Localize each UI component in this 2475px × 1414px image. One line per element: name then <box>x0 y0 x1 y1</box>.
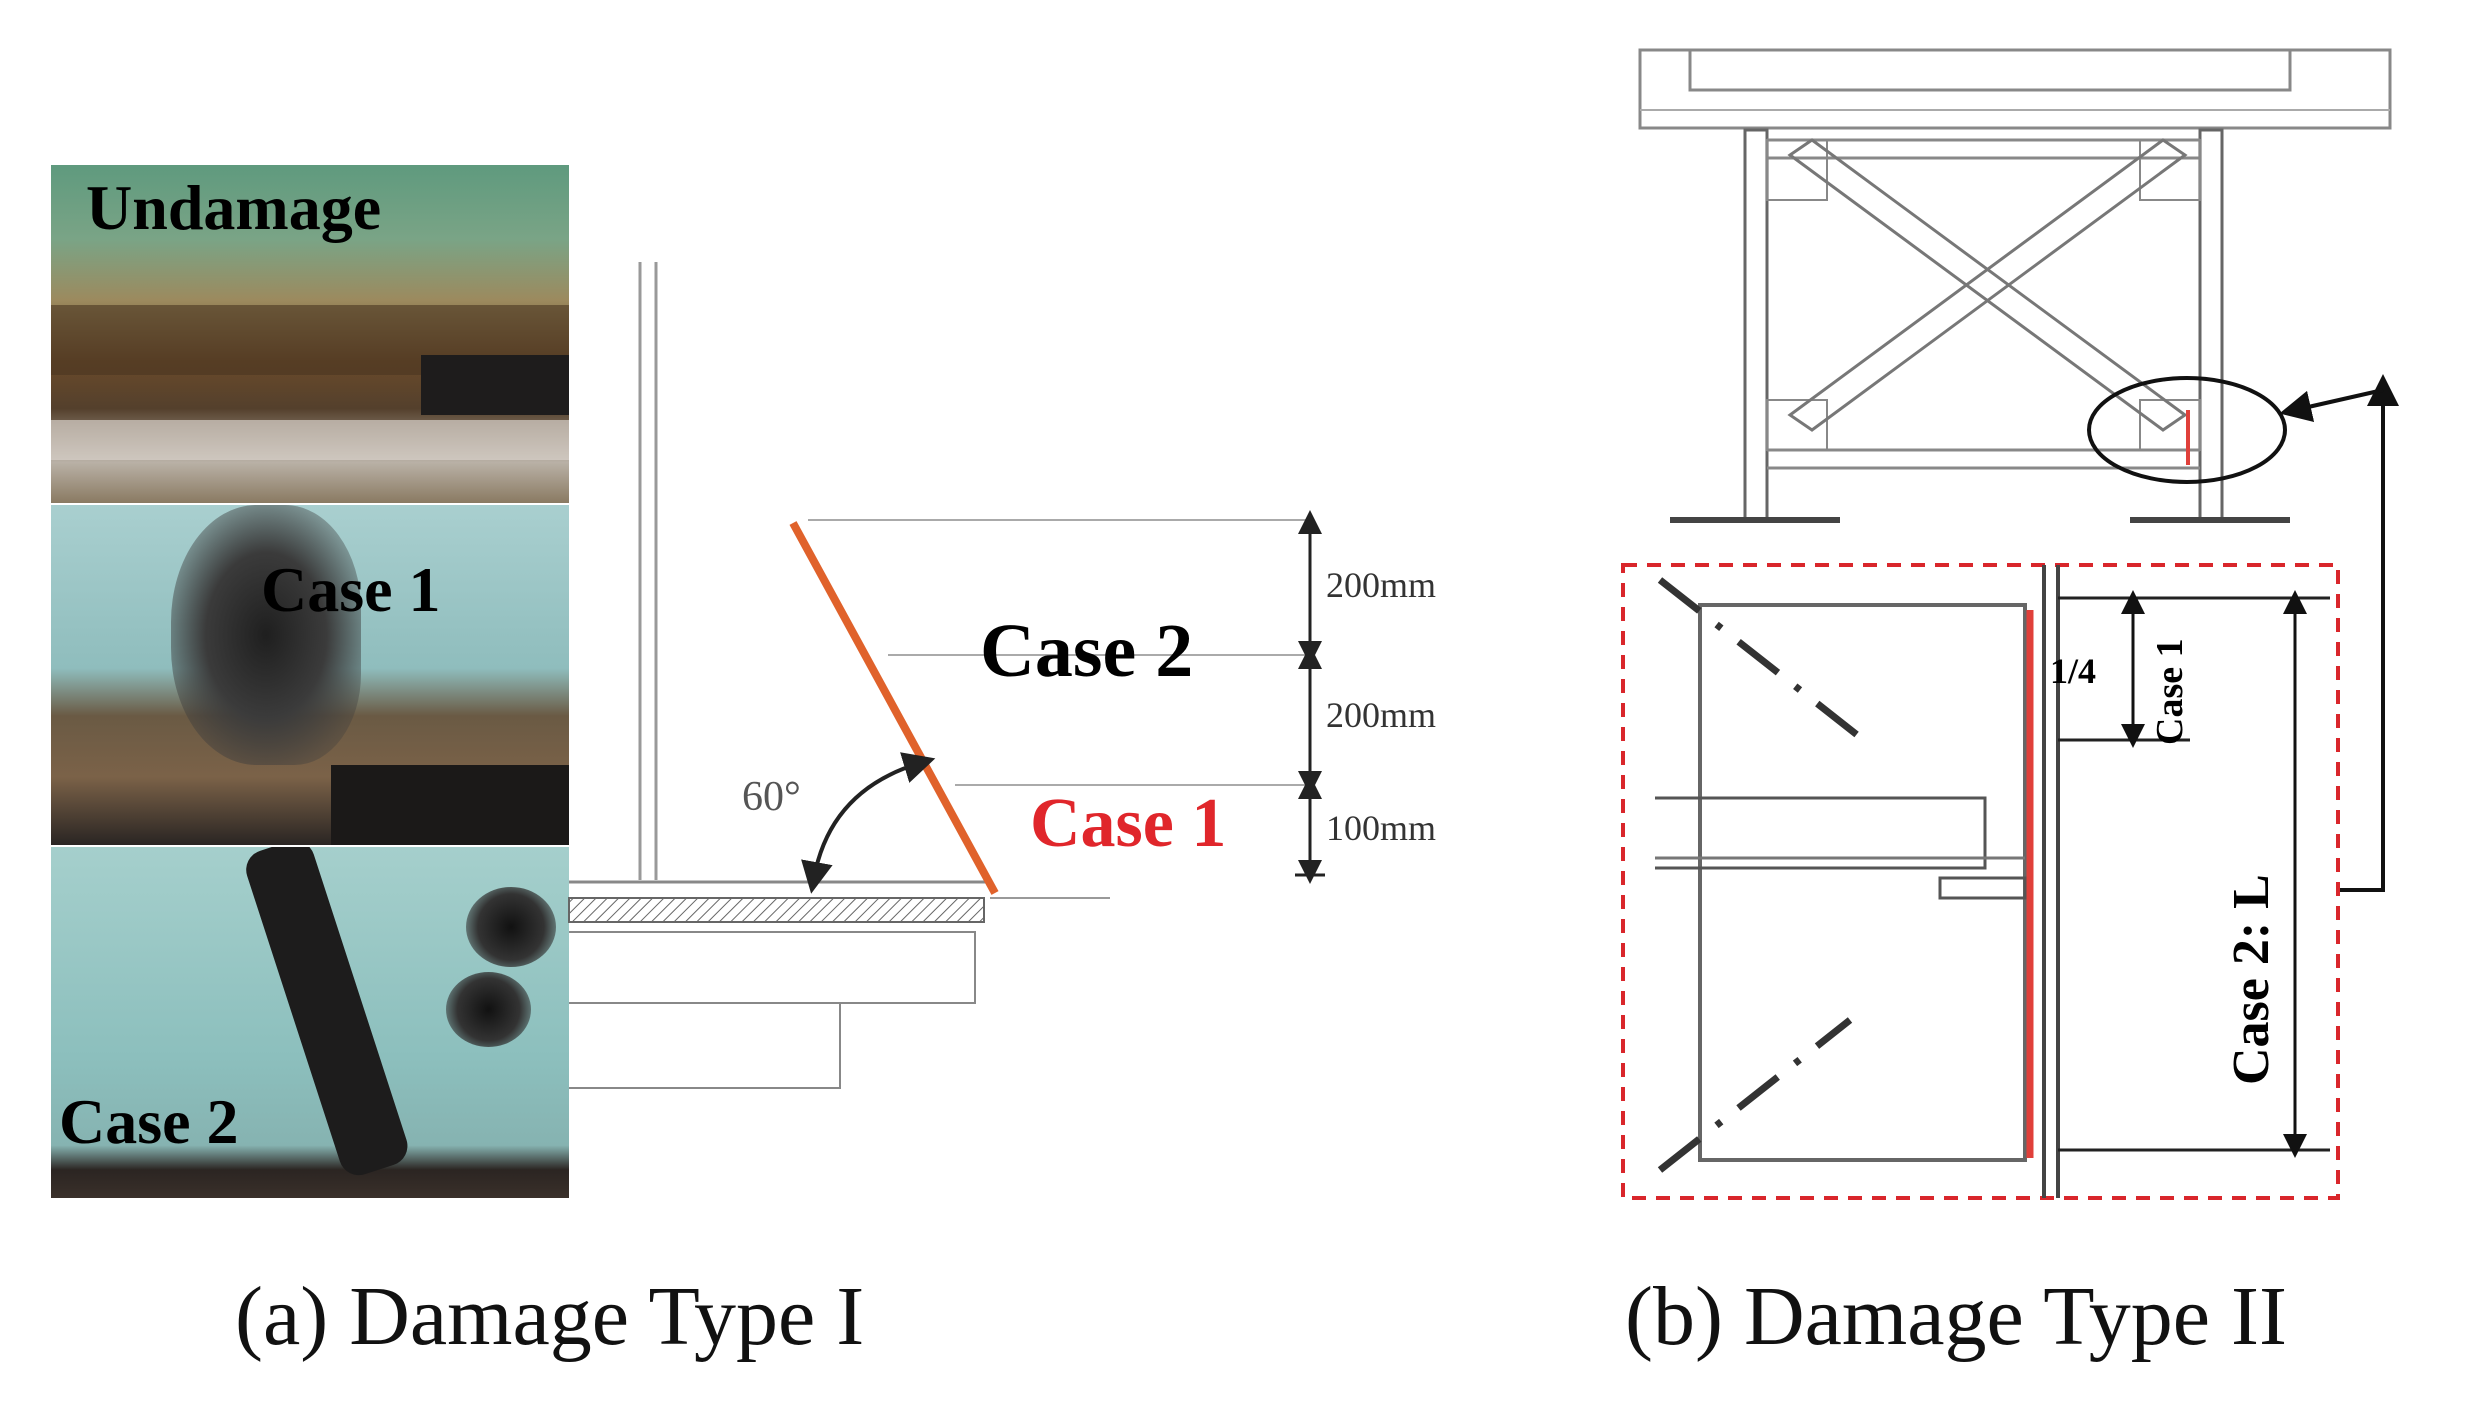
detail-ellipse <box>2087 376 2287 484</box>
fraction-label: 1/4 <box>2050 651 2096 691</box>
photo-case-2: Case 2 <box>51 847 569 1198</box>
leader-to-ellipse <box>2279 388 2384 423</box>
detail-case-1-label: Case 1 <box>2149 638 2191 745</box>
detail-splice <box>1938 876 2027 900</box>
photo-case-1: Case 1 <box>51 505 569 845</box>
dashdot-lower <box>1657 1017 1853 1173</box>
right-column <box>2198 128 2224 522</box>
angle-arc <box>801 752 936 894</box>
case-1-label: Case 1 <box>1030 785 1226 862</box>
left-column <box>1743 128 1769 522</box>
photo-case-2-label: Case 2 <box>59 1086 239 1157</box>
dim-label-3: 100mm <box>1326 808 1436 848</box>
photo-undamage: Undamage <box>51 165 569 503</box>
detail-flange <box>1655 796 1987 870</box>
detail-case-2-label: Case 2: L <box>2223 874 2280 1085</box>
gusset-br <box>2139 399 2201 451</box>
gusset-tl <box>1766 139 1828 201</box>
dashdot-upper <box>1657 577 1873 748</box>
deck-inner <box>1688 50 2292 92</box>
brace-diagonal-2 <box>1787 138 2188 432</box>
leader-vertical <box>2340 374 2399 892</box>
caption-a: (a) Damage Type I <box>235 1270 865 1363</box>
caption-b: (b) Damage Type II <box>1625 1270 2287 1363</box>
damage-line-type-1 <box>789 521 999 895</box>
inner-panel <box>1698 603 2027 1162</box>
support-step-lower <box>569 1002 841 1089</box>
dim-label-2: 200mm <box>1326 695 1436 735</box>
gusset-bl <box>1766 399 1828 451</box>
dim-label-1: 200mm <box>1326 565 1436 605</box>
photo-undamage-label: Undamage <box>86 172 382 243</box>
deck-outline <box>1638 48 2392 130</box>
case-2-label: Case 2 <box>980 609 1193 693</box>
angle-label: 60° <box>742 774 801 820</box>
photo-case-1-label: Case 1 <box>261 554 441 625</box>
detail-box <box>1621 563 2340 1200</box>
brace-diagonal-1 <box>1787 138 2188 432</box>
flange-hatch <box>568 897 985 923</box>
gusset-tr <box>2139 139 2201 201</box>
